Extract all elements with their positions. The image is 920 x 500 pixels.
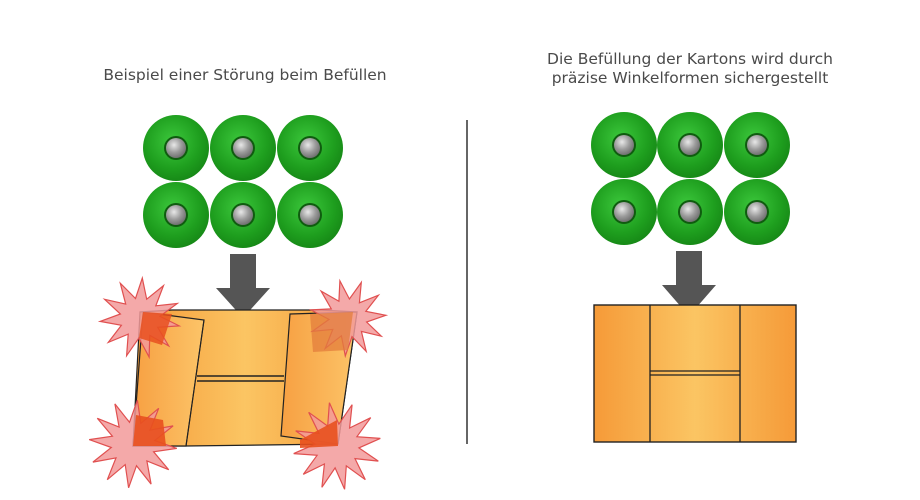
fault-corner-top-left xyxy=(139,312,172,345)
right-down-arrow-icon xyxy=(662,251,716,316)
right-correct-carton xyxy=(593,304,797,443)
left-bottle-group xyxy=(143,115,343,248)
right-bottle-top-icon-1 xyxy=(591,112,657,178)
left-bottle-top-icon-5 xyxy=(210,182,276,248)
right-caption: Die Befüllung der Kartons wird durch prä… xyxy=(480,50,900,88)
left-bottle-top-icon-6 xyxy=(277,182,343,248)
left-caption: Beispiel einer Störung beim Befüllen xyxy=(103,66,387,84)
right-caption-line-1: Die Befüllung der Kartons wird durch xyxy=(547,50,833,68)
left-bottle-top-icon-4 xyxy=(143,182,209,248)
left-jammed-carton xyxy=(132,309,358,447)
left-bottle-top-icon-3 xyxy=(277,115,343,181)
right-carton-body xyxy=(593,304,797,443)
left-down-arrow-icon xyxy=(216,254,270,318)
right-bottle-top-icon-6 xyxy=(724,179,790,245)
fault-corner-top-right xyxy=(310,312,353,352)
left-carton-fold-left xyxy=(185,319,205,447)
right-bottle-top-icon-3 xyxy=(724,112,790,178)
left-bottle-top-icon-1 xyxy=(143,115,209,181)
right-bottle-top-icon-4 xyxy=(591,179,657,245)
fault-corner-bottom-right xyxy=(300,420,338,448)
right-bottle-group xyxy=(591,112,790,245)
right-bottle-top-icon-5 xyxy=(657,179,723,245)
left-bottle-top-icon-2 xyxy=(210,115,276,181)
right-caption-line-2: präzise Winkelformen sichergestellt xyxy=(551,69,829,87)
right-bottle-top-icon-2 xyxy=(657,112,723,178)
fault-corner-bottom-left xyxy=(133,415,166,446)
collision-burst-icon-bottom-left xyxy=(88,399,178,489)
